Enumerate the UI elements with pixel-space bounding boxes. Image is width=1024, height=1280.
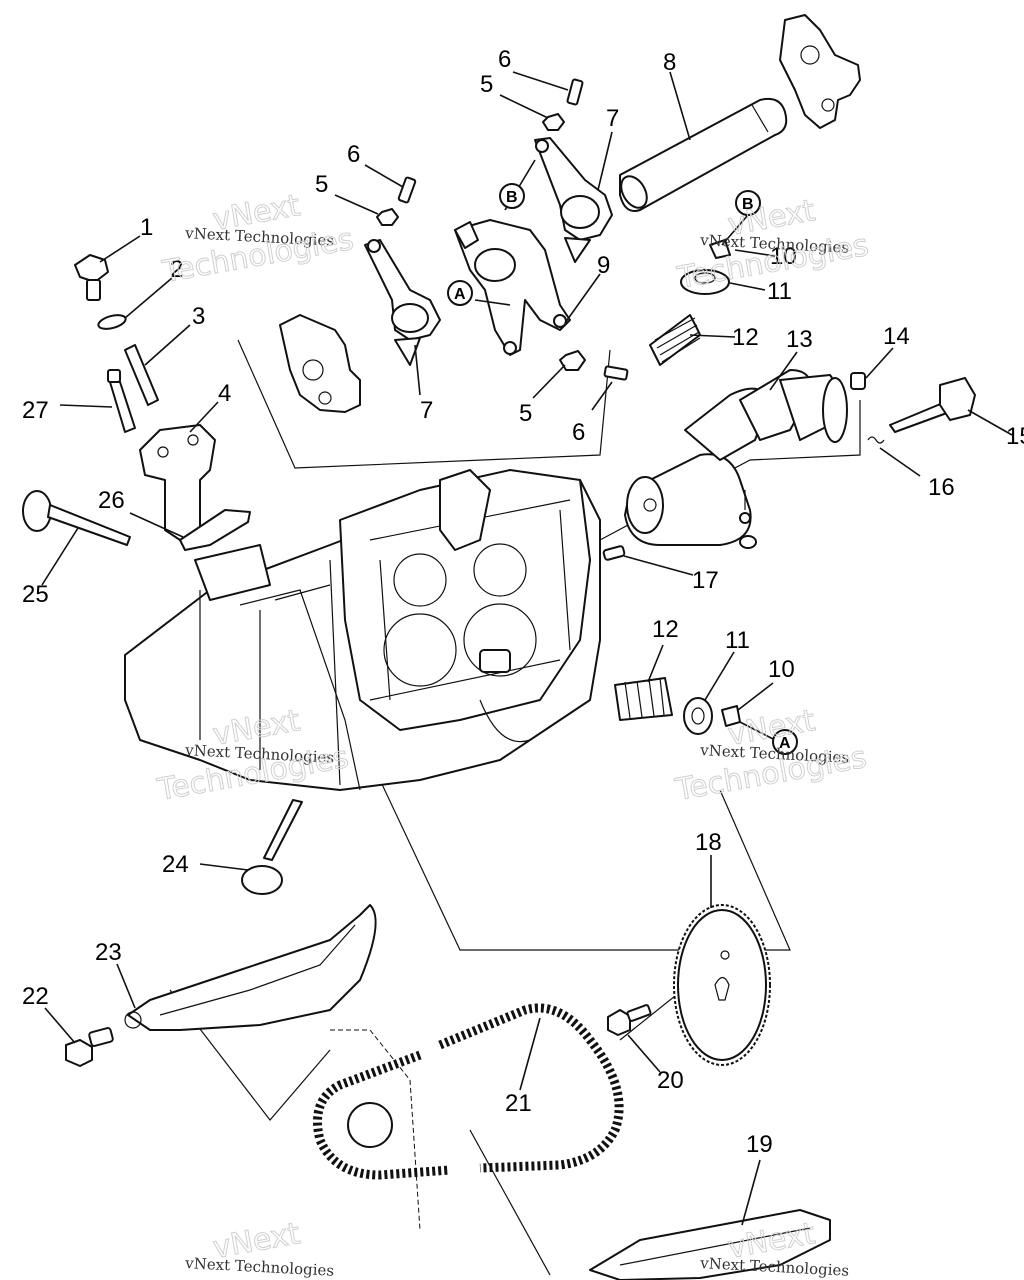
cam-sprocket (673, 904, 771, 1066)
intake-valve (241, 799, 303, 895)
adjuster-screws (397, 78, 629, 381)
chain-tensioner (139, 424, 216, 541)
valve-retainer-lower (683, 697, 713, 735)
valve-spring-upper (649, 314, 701, 366)
callout-15: 15 (1006, 423, 1024, 450)
crank-sprocket (330, 1029, 421, 1231)
callout-23: 23 (95, 939, 122, 966)
callout-16: 16 (928, 474, 955, 501)
callout-20: 20 (657, 1067, 684, 1094)
ref-a-rocker (447, 280, 473, 306)
tensioner-bolt (74, 254, 109, 301)
callout-5-top: 5 (480, 71, 493, 98)
callout-13: 13 (786, 326, 813, 353)
callout-19: 19 (746, 1131, 773, 1158)
decompressor-spring (867, 436, 885, 444)
callout-3: 3 (192, 303, 205, 330)
callout-6-top: 6 (498, 46, 511, 73)
callout-7-right: 7 (606, 105, 619, 132)
sprocket-bolt (607, 1004, 652, 1036)
callout-1: 1 (140, 214, 153, 241)
rocker-support-left (279, 314, 361, 413)
callout-2: 2 (170, 256, 183, 283)
callout-14: 14 (883, 323, 910, 350)
callout-10-lower: 10 (768, 656, 795, 683)
ref-b-keeper (735, 190, 761, 216)
rocker-shaft (619, 97, 788, 212)
decompressor-lever (889, 377, 976, 433)
ref-b-rocker (499, 183, 525, 209)
callout-11-upper: 11 (767, 278, 792, 305)
valve-retainer-upper (680, 269, 730, 295)
ref-b-keeper-label: B (742, 196, 754, 213)
callout-7-left: 7 (420, 397, 433, 424)
rocker-arm-center (454, 219, 571, 356)
lock-nuts (376, 113, 586, 371)
callout-9: 9 (597, 252, 610, 279)
cylinder-head (124, 469, 601, 791)
callout-5-left: 5 (315, 171, 328, 198)
valve-spring-lower (614, 677, 673, 721)
callout-27: 27 (22, 397, 49, 424)
callout-25: 25 (22, 581, 49, 608)
ref-b-rocker-label: B (506, 189, 518, 206)
callout-6-left: 6 (347, 141, 360, 168)
callout-8: 8 (663, 49, 676, 76)
tensioner-gasket (179, 509, 251, 551)
exhaust-valve (22, 490, 131, 546)
ref-a-keeper (772, 729, 798, 755)
rocker-arm-right (534, 137, 613, 263)
tensioner-spring (124, 344, 159, 406)
callout-5-bottom: 5 (519, 400, 532, 427)
chain-guide (124, 904, 377, 1031)
guide-pivot-bolt (65, 1027, 114, 1067)
watermark-4-big-a: vNext (725, 703, 818, 753)
sealing-washer (97, 314, 127, 330)
watermark-5-big-a: vNext (210, 1216, 303, 1266)
ref-a-keeper-label: A (779, 735, 791, 752)
rocker-arm-left (364, 239, 441, 366)
callout-21: 21 (505, 1090, 532, 1117)
callout-11-lower: 11 (725, 627, 750, 654)
callout-12-upper: 12 (732, 324, 759, 351)
callout-6-bottom: 6 (572, 419, 585, 446)
camshaft-pin (850, 372, 866, 390)
callout-17: 17 (692, 567, 719, 594)
callout-26: 26 (98, 487, 125, 514)
callout-18: 18 (695, 829, 722, 856)
rocker-support-right (779, 14, 861, 129)
callout-labels: 1 2 3 4 27 26 25 24 6 5 6 5 8 7 7 9 5 6 … (22, 46, 1024, 1158)
dowel-pin (602, 545, 626, 561)
callout-12-lower: 12 (652, 616, 679, 643)
tensioner-mount-bolt (107, 369, 136, 433)
ref-a-rocker-label: A (454, 286, 466, 303)
valve-keeper-upper (709, 239, 731, 259)
callout-10-upper: 10 (770, 243, 797, 270)
reference-marks: B A B A (447, 183, 798, 755)
chain-slider (589, 1209, 831, 1280)
callout-4: 4 (218, 380, 231, 407)
timing-chain (313, 1003, 624, 1180)
callout-22: 22 (22, 983, 49, 1010)
camshaft (624, 369, 848, 549)
callout-24: 24 (162, 851, 189, 878)
